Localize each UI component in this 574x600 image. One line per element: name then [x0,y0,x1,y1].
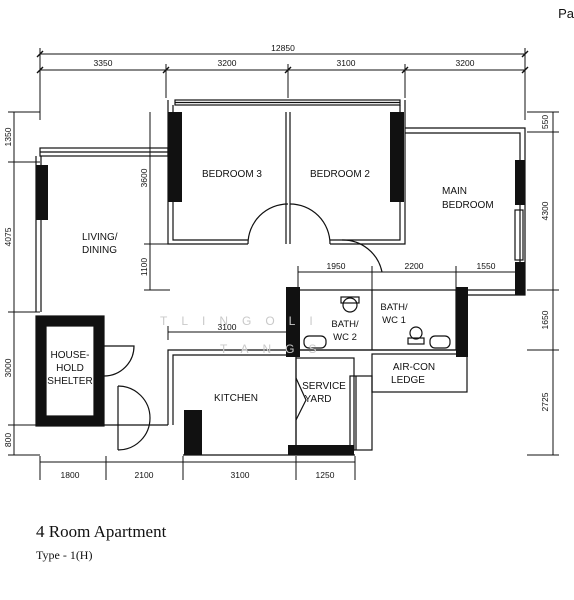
dim-left-1: 1350 [3,127,13,146]
dim-inner-3600: 3600 [139,168,149,187]
room-shelter-line3: SHELTER [47,376,92,387]
room-bath2-line1: BATH/ [331,319,359,330]
room-bedroom-2: BEDROOM 2 [310,169,370,180]
room-shelter-line1: HOUSE- [51,350,90,361]
dim-bottom-2: 2100 [135,470,154,480]
dim-bottom-3: 3100 [231,470,250,480]
dim-right-3: 1650 [540,310,550,329]
svg-text:TANGS: TANGS [220,342,330,356]
svg-text:TLINGOLI: TLINGOLI [160,314,327,328]
dim-bottom-1: 1800 [61,470,80,480]
dim-left-4: 800 [3,433,13,447]
dim-right-1: 550 [540,115,550,129]
dim-inner-1950: 1950 [327,261,346,271]
dim-inner-1550: 1550 [477,261,496,271]
room-living-line1: LIVING/ [82,232,118,243]
room-shelter-line2: HOLD [56,363,84,374]
room-living-line2: DINING [82,245,117,256]
dim-left-2: 4075 [3,227,13,246]
room-kitchen: KITCHEN [214,393,258,404]
plan-subtitle: Type - 1(H) [36,548,93,562]
dim-right-2: 4300 [540,201,550,220]
room-service-yard-line1: SERVICE [302,381,346,392]
dim-top-3: 3100 [337,58,356,68]
page-corner-label: Pa [558,6,574,21]
dim-top-1: 3350 [94,58,113,68]
room-bath1-line1: BATH/ [380,302,408,313]
dim-total: 12850 [271,43,295,53]
plan-title: 4 Room Apartment [36,522,167,541]
dim-left-3: 3000 [3,358,13,377]
dim-bottom-4: 1250 [316,470,335,480]
room-service-yard-line2: YARD [304,394,331,405]
room-bath1-line2: WC 1 [382,315,406,326]
room-aircon-line2: LEDGE [391,375,425,386]
room-aircon-line1: AIR-CON [393,362,435,373]
dim-inner-2200: 2200 [405,261,424,271]
dim-inner-3100: 3100 [218,322,237,332]
dim-right-4: 2725 [540,392,550,411]
dim-inner-1100: 1100 [139,258,149,277]
dim-top-4: 3200 [456,58,475,68]
room-main-bedroom-line2: BEDROOM [442,200,494,211]
dim-top-2: 3200 [218,58,237,68]
room-bath2-line2: WC 2 [333,332,357,343]
room-main-bedroom-line1: MAIN [442,186,467,197]
room-bedroom-3: BEDROOM 3 [202,169,262,180]
